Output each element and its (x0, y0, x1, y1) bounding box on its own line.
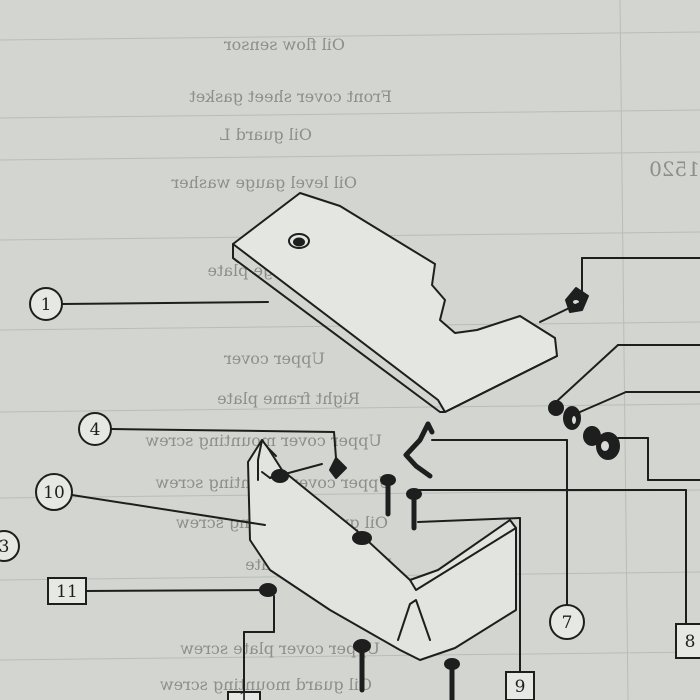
ghost-text-3: Oil level gauge washer (171, 173, 357, 192)
plate-part (232, 192, 558, 413)
ghost-text-0: Oil flow sensor (224, 35, 345, 54)
callout-10: 10 (35, 473, 73, 511)
callout-7: 7 (549, 604, 585, 640)
ghost-text-1: Front cover sheet gasket (189, 87, 392, 106)
callout-4-label: 4 (90, 420, 101, 440)
callout-8-label: 8 (685, 632, 696, 652)
ghost-text-2: Oil guard L (220, 125, 313, 144)
callout-3-label: 3 (0, 537, 9, 557)
callout-7-label: 7 (562, 613, 573, 633)
washer-parts (548, 287, 620, 460)
ghost-text-13: 1520 (649, 157, 700, 181)
callout-12: 1 (227, 689, 261, 700)
callout-9-label: 9 (515, 677, 526, 697)
cover-part (247, 439, 517, 661)
callout-9: 9 (505, 671, 535, 700)
callout-1-label: 1 (41, 295, 52, 315)
callout-12-label: 1 (239, 689, 250, 700)
callout-11: 11 (47, 577, 87, 605)
callout-8: 8 (675, 623, 700, 659)
leader-lines (61, 257, 700, 700)
callout-3: 3 (0, 530, 20, 562)
ghost-text-5: Upper cover (224, 349, 325, 368)
callout-11-label: 11 (56, 582, 78, 602)
ghost-text-11: Upper cover plate screw (180, 639, 380, 658)
ghost-text-12: Oil guard mounting screw (160, 675, 372, 694)
callout-4: 4 (78, 412, 112, 446)
ghost-text-6: Right frame plate (217, 389, 360, 408)
callout-1: 1 (29, 287, 63, 321)
clip-part (403, 421, 435, 479)
callout-10-label: 10 (43, 483, 65, 503)
